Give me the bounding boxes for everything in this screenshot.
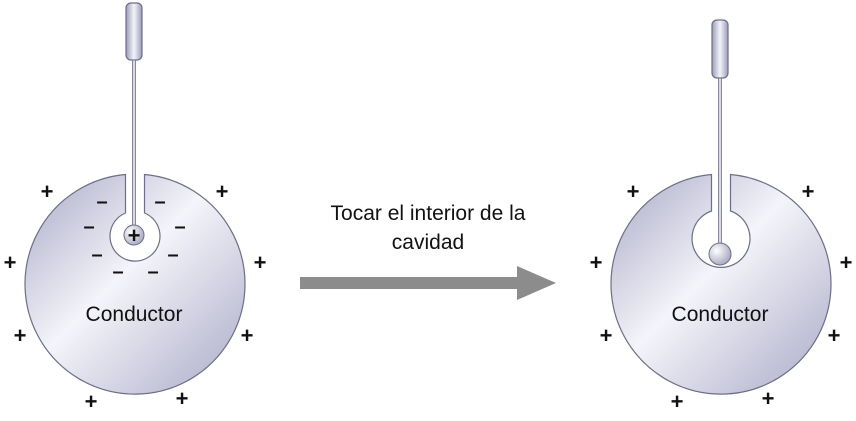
right-outer-charge: +: [802, 179, 815, 204]
right-probe-sphere: [708, 242, 732, 266]
left-sphere-charge: +: [128, 223, 141, 248]
process-arrow-group: Tocar el interior de la cavidad: [300, 202, 556, 300]
right-outer-charge: +: [840, 250, 853, 275]
left-outer-charge: +: [41, 179, 54, 204]
left-inner-charge: –: [112, 261, 123, 283]
left-outer-charge: +: [14, 323, 27, 348]
arrow-label-line-1: Tocar el interior de la: [331, 202, 526, 225]
left-inner-charge: –: [96, 191, 107, 213]
left-outer-charge: +: [4, 250, 17, 275]
left-outer-charge: +: [216, 179, 229, 204]
right-probe-handle: [711, 19, 729, 79]
left-probe-rod: [132, 59, 136, 229]
left-outer-charge: +: [85, 389, 98, 414]
right-outer-charge: +: [590, 250, 603, 275]
right-conductor-body: [610, 173, 832, 395]
left-inner-charge: –: [174, 216, 185, 238]
left-inner-charge: –: [147, 261, 158, 283]
left-probe-sphere: [123, 224, 145, 246]
left-inner-charge: –: [167, 244, 178, 266]
right-outer-charge: +: [627, 179, 640, 204]
left-inner-charge: –: [154, 191, 165, 213]
left-probe-handle: [125, 2, 143, 61]
right-outer-charge: +: [600, 323, 613, 348]
left-inner-charge: –: [91, 244, 102, 266]
right-outer-charge: +: [762, 386, 775, 411]
left-outer-charge: +: [241, 323, 254, 348]
left-outer-charge: +: [254, 250, 267, 275]
left-conductor-label: Conductor: [86, 303, 183, 326]
left-outer-charge: +: [176, 386, 189, 411]
right-probe-rod: [718, 77, 722, 245]
left-conductor-body: [24, 173, 246, 395]
right-panel: Conductor + + + + + + + +: [590, 19, 853, 414]
right-outer-charge: +: [671, 389, 684, 414]
right-conductor-label: Conductor: [672, 303, 769, 326]
left-inner-charge: –: [83, 216, 94, 238]
right-arrow-icon: [300, 266, 556, 300]
right-outer-charge: +: [828, 323, 841, 348]
arrow-label-line-2: cavidad: [392, 231, 464, 254]
left-panel: + – – – – – – – – Conductor + + + + + + …: [4, 2, 267, 414]
